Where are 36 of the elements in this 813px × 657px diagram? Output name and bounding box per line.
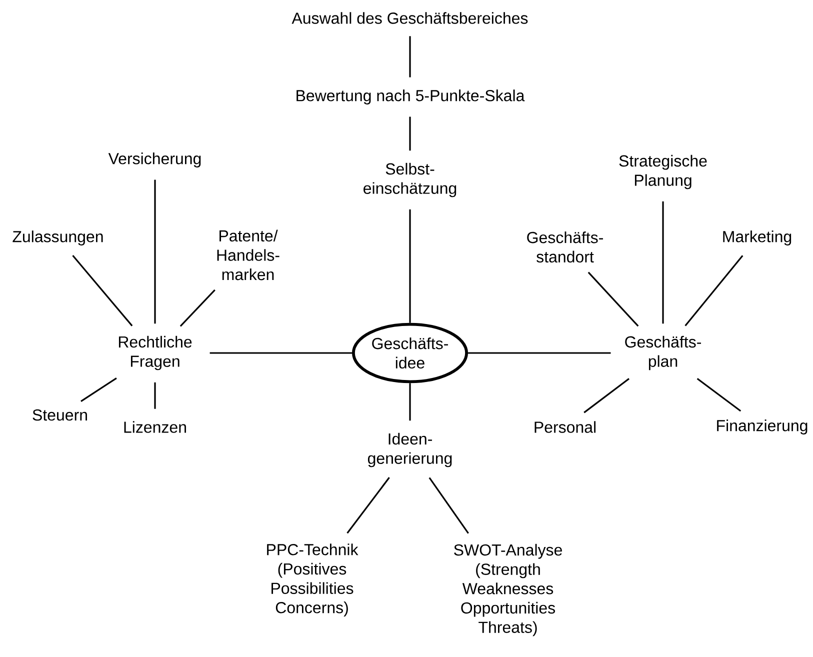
connector-line: [409, 116, 411, 151]
text-label: Auswahl des Geschäftsbereiches: [292, 12, 528, 24]
text-label: Lizenzen: [124, 421, 186, 433]
connector-line: [80, 378, 117, 402]
text-label: Geschäfts- plan: [625, 336, 701, 370]
text-label: Marketing: [723, 230, 792, 246]
connector-line: [468, 352, 611, 354]
connector-line: [584, 378, 630, 414]
text-label: PPC-Technik (Positives Possibilities Concerns): [267, 544, 358, 616]
text-label: Rechtliche Fragen: [118, 336, 192, 370]
connector-line: [428, 477, 469, 534]
connector-line: [662, 201, 664, 324]
text-label: Ideen- generierung: [368, 432, 452, 468]
connector-line: [409, 383, 411, 421]
text-label: Bewertung nach 5-Punkte-Skala: [296, 90, 525, 104]
text-label: SWOT-Analyse (Strength Weaknesses Opportunities Threats): [454, 544, 562, 636]
text-label: Versicherung: [108, 152, 201, 168]
connector-line: [409, 36, 411, 78]
connector-line: [696, 378, 742, 412]
text-label: Selbst- einschätzung: [364, 162, 456, 198]
text-label: Geschäfts- standort: [527, 231, 603, 263]
connector-line: [154, 180, 156, 324]
text-label: Zulassungen: [12, 230, 103, 246]
text-label: Strategische Planung: [619, 154, 707, 190]
text-label: Finanzierung: [717, 420, 808, 434]
text-label: Steuern: [32, 409, 87, 421]
connector-line: [588, 272, 639, 327]
connector-line: [409, 209, 411, 323]
text-label: Patente/ Handels- marken: [217, 230, 280, 280]
connector-line: [210, 352, 352, 354]
text-label: Personal: [534, 421, 596, 433]
connector-line: [72, 255, 133, 326]
connector-line: [684, 255, 744, 326]
connector-line: [346, 477, 390, 534]
connector-line: [180, 289, 216, 327]
connector-line: [154, 382, 156, 409]
